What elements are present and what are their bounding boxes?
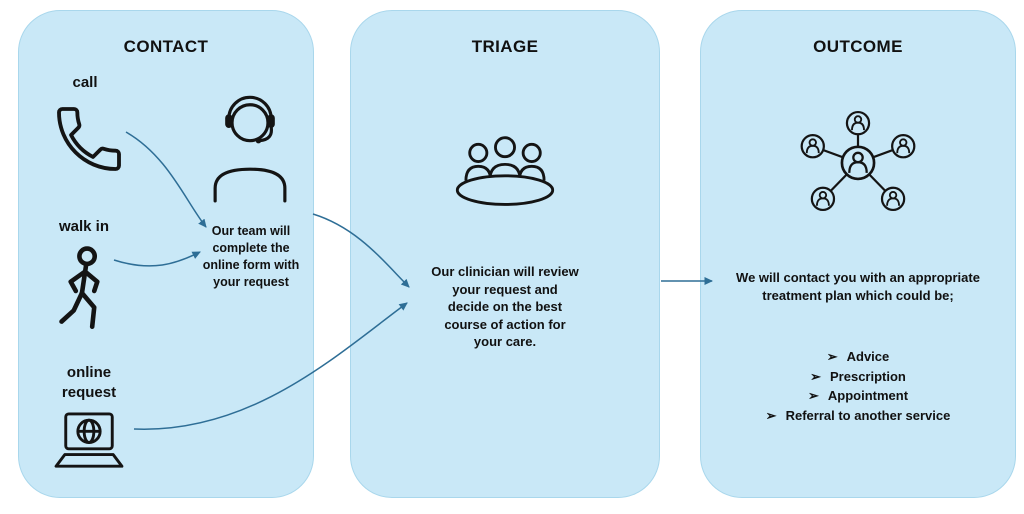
call-handler-headset-icon: [213, 95, 287, 203]
outcome-options-list: ➢ Advice ➢ Prescription ➢ Appointment ➢ Refe…: [701, 347, 1015, 425]
contact-panel-title: CONTACT: [123, 37, 209, 56]
triage-panel-title: TRIAGE: [471, 37, 539, 56]
outcome-panel: OUTCOME: [700, 10, 1016, 498]
arrow-bullet-icon: ➢: [826, 349, 838, 364]
phone-icon: [57, 107, 121, 171]
online-request-label: online request: [61, 364, 117, 401]
arrow-bullet-icon: ➢: [765, 407, 777, 423]
outcome-option-label: Advice: [846, 349, 890, 364]
meeting-table-icon: [455, 136, 555, 206]
outcome-option: ➢ Advice: [701, 347, 1015, 367]
laptop-globe-icon: [54, 412, 124, 468]
triage-clinician-text: Our clinician will review your request a…: [431, 264, 579, 350]
walking-person-icon: [59, 246, 100, 330]
outcome-panel-title: OUTCOME: [813, 37, 903, 56]
outcome-option: ➢ Appointment: [701, 386, 1015, 406]
arrow-bullet-icon: ➢: [810, 368, 822, 384]
outcome-option-label: Prescription: [830, 368, 906, 384]
contact-panel: CONTACT call walk in: [18, 10, 314, 498]
arrow-bullet-icon: ➢: [807, 388, 819, 403]
outcome-intro-text: We will contact you with an appropriate …: [736, 270, 980, 303]
call-label: call: [72, 74, 98, 91]
outcome-option: ➢ Prescription: [701, 367, 1015, 387]
contact-team-text: Our team will complete the online form w…: [202, 224, 300, 289]
outcome-option-label: Referral to another service: [785, 407, 951, 423]
people-network-icon: [800, 110, 916, 212]
outcome-option-label: Appointment: [827, 388, 909, 403]
triage-panel: TRIAGE Our clinician will review your re…: [350, 10, 660, 498]
outcome-option: ➢ Referral to another service: [701, 406, 1015, 426]
walk-in-label: walk in: [58, 218, 110, 235]
